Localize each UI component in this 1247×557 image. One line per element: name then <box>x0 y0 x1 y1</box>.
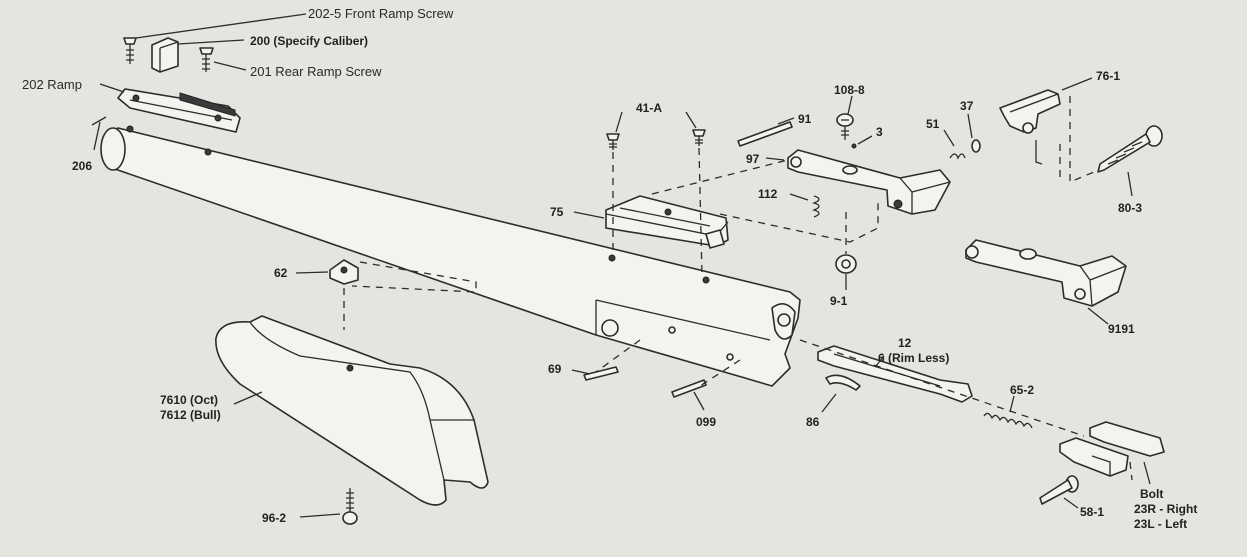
leader-lines <box>93 13 1151 518</box>
label-80-3: 80-3 <box>1118 201 1142 215</box>
label-7612: 7612 (Bull) <box>160 408 221 422</box>
label-12: 12 <box>898 336 912 350</box>
label-bolt: Bolt <box>1140 487 1163 501</box>
label-41-a: 41-A <box>636 101 662 115</box>
rear-sight-base-75 <box>605 195 729 249</box>
label-206: 206 <box>72 159 92 173</box>
spring-112 <box>812 195 820 218</box>
plunger-37 <box>971 139 981 153</box>
label-65-2: 65-2 <box>1010 383 1034 397</box>
label-86: 86 <box>806 415 820 429</box>
label-200: 200 (Specify Caliber) <box>250 34 368 48</box>
label-23l: 23L - Left <box>1134 517 1187 531</box>
label-202: 202 Ramp <box>22 77 82 92</box>
callout-labels: 202-5 Front Ramp Screw 200 (Specify Cali… <box>22 6 1197 531</box>
pin-91 <box>737 121 793 147</box>
label-76-1: 76-1 <box>1096 69 1120 83</box>
barrel <box>100 125 801 387</box>
label-3: 3 <box>876 125 883 139</box>
label-51: 51 <box>926 117 940 131</box>
trigger-part-76-1 <box>999 89 1061 165</box>
screws-41-a <box>606 129 706 150</box>
label-9191: 9191 <box>1108 322 1135 336</box>
screw-96-2 <box>342 488 358 525</box>
front-sight-200 <box>151 37 179 73</box>
spring-65-2 <box>983 412 1033 429</box>
ball-3 <box>851 143 857 149</box>
nut-9-1 <box>835 254 857 274</box>
label-69: 69 <box>548 362 562 376</box>
label-96-2: 96-2 <box>262 511 286 525</box>
label-9-1: 9-1 <box>830 294 848 308</box>
screw-58-1 <box>1039 475 1079 505</box>
label-37: 37 <box>960 99 974 113</box>
label-099: 099 <box>696 415 716 429</box>
label-97: 97 <box>746 152 760 166</box>
lever-97 <box>787 149 951 215</box>
extractor-62 <box>329 259 359 285</box>
part-86 <box>825 374 861 391</box>
bolt-23 <box>1059 421 1165 477</box>
label-112: 112 <box>758 187 778 201</box>
label-75: 75 <box>550 205 564 219</box>
forend-7610-7612 <box>215 315 489 506</box>
label-91: 91 <box>798 112 812 126</box>
alignment-lines <box>343 96 1133 481</box>
ramp-202 <box>117 88 241 133</box>
spring-51 <box>949 153 966 160</box>
screw-108-8 <box>836 113 854 140</box>
lever-9191 <box>965 239 1127 307</box>
label-23r: 23R - Right <box>1134 502 1197 516</box>
label-6-rim-less: 6 (Rim Less) <box>878 351 949 365</box>
rear-ramp-screw-201 <box>199 47 214 72</box>
pin-099 <box>671 379 707 398</box>
pin-69 <box>583 366 619 381</box>
front-ramp-screw-202-5 <box>123 37 137 64</box>
label-58-1: 58-1 <box>1080 505 1104 519</box>
label-108-8: 108-8 <box>834 83 865 97</box>
label-201: 201 Rear Ramp Screw <box>250 64 382 79</box>
label-202-5: 202-5 Front Ramp Screw <box>308 6 454 21</box>
label-62: 62 <box>274 266 288 280</box>
label-7610: 7610 (Oct) <box>160 393 218 407</box>
screw-80-3 <box>1097 125 1163 173</box>
